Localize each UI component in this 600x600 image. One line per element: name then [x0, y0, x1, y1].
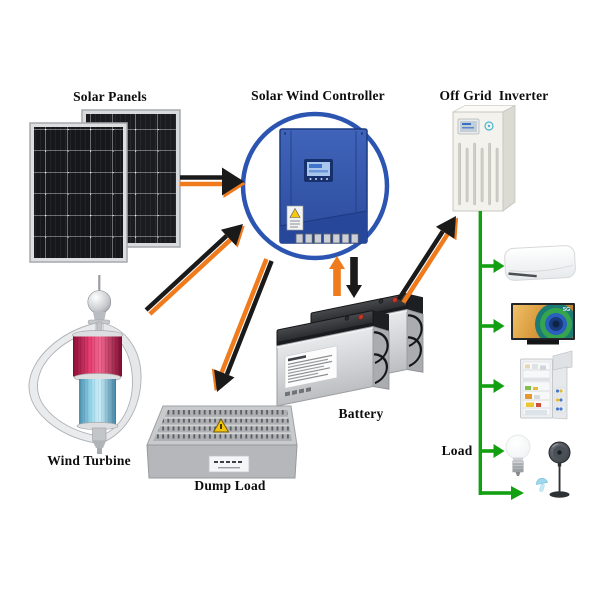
- arrow-to-stand-fan: [480, 486, 524, 500]
- tv-icon: 5G: [511, 303, 575, 345]
- inverter-logo: [484, 121, 494, 131]
- controller-warning-label: [286, 205, 304, 231]
- arrow-battery-to-inverter: [396, 216, 459, 304]
- controller-unit: [279, 128, 368, 244]
- dump-load-image: [146, 405, 298, 479]
- controller-lcd: [304, 159, 333, 182]
- battery-front-unit: [275, 306, 391, 414]
- arrow-to-refrigerator: [480, 379, 505, 393]
- tv-badge: 5G: [563, 307, 570, 313]
- load-distribution-line: [478, 211, 524, 500]
- label-solar-wind-controller: Solar Wind Controller: [251, 88, 385, 103]
- arrow-controller-to-dump-load: [211, 258, 274, 392]
- dump-load-label-sticker: [208, 455, 250, 473]
- stand-fan-icon: [548, 441, 571, 498]
- inverter-unit: [452, 104, 516, 212]
- inverter-vents: [458, 142, 499, 206]
- arrow-wind-to-controller: [144, 224, 245, 316]
- label-load: Load: [441, 443, 473, 458]
- arrow-battery-to-controller: [329, 256, 345, 296]
- inverter-lcd: [457, 118, 480, 135]
- arrow-solar-to-controller: [180, 167, 246, 198]
- dump-load-warning-icon: [212, 418, 230, 433]
- turbine-blue-drum: [79, 379, 116, 425]
- arrow-controller-to-battery: [346, 257, 362, 298]
- air-conditioner-icon: [504, 245, 576, 281]
- battery-image: [275, 289, 425, 414]
- turbine-sphere: [87, 290, 112, 314]
- front-solar-panel: [29, 122, 128, 263]
- small-accessory-icon: [536, 477, 548, 492]
- turbine-red-drum: [73, 336, 122, 377]
- arrow-to-air-conditioner: [480, 259, 505, 273]
- arrow-to-light-bulb: [480, 444, 505, 458]
- label-wind-turbine: Wind Turbine: [47, 453, 131, 468]
- label-battery: Battery: [338, 406, 384, 421]
- controller-terminals: [295, 233, 359, 244]
- light-bulb-icon: [505, 434, 531, 476]
- label-solar-panels: Solar Panels: [73, 89, 147, 104]
- fridge-door-racks: [554, 387, 566, 413]
- label-dump-load: Dump Load: [194, 478, 266, 493]
- arrow-to-tv: [480, 319, 505, 333]
- solar-panels-image: [29, 109, 181, 263]
- label-off-grid-inverter: Off Grid Inverter: [439, 88, 549, 103]
- wind-turbine-image: [28, 275, 142, 454]
- refrigerator-icon: [520, 350, 573, 420]
